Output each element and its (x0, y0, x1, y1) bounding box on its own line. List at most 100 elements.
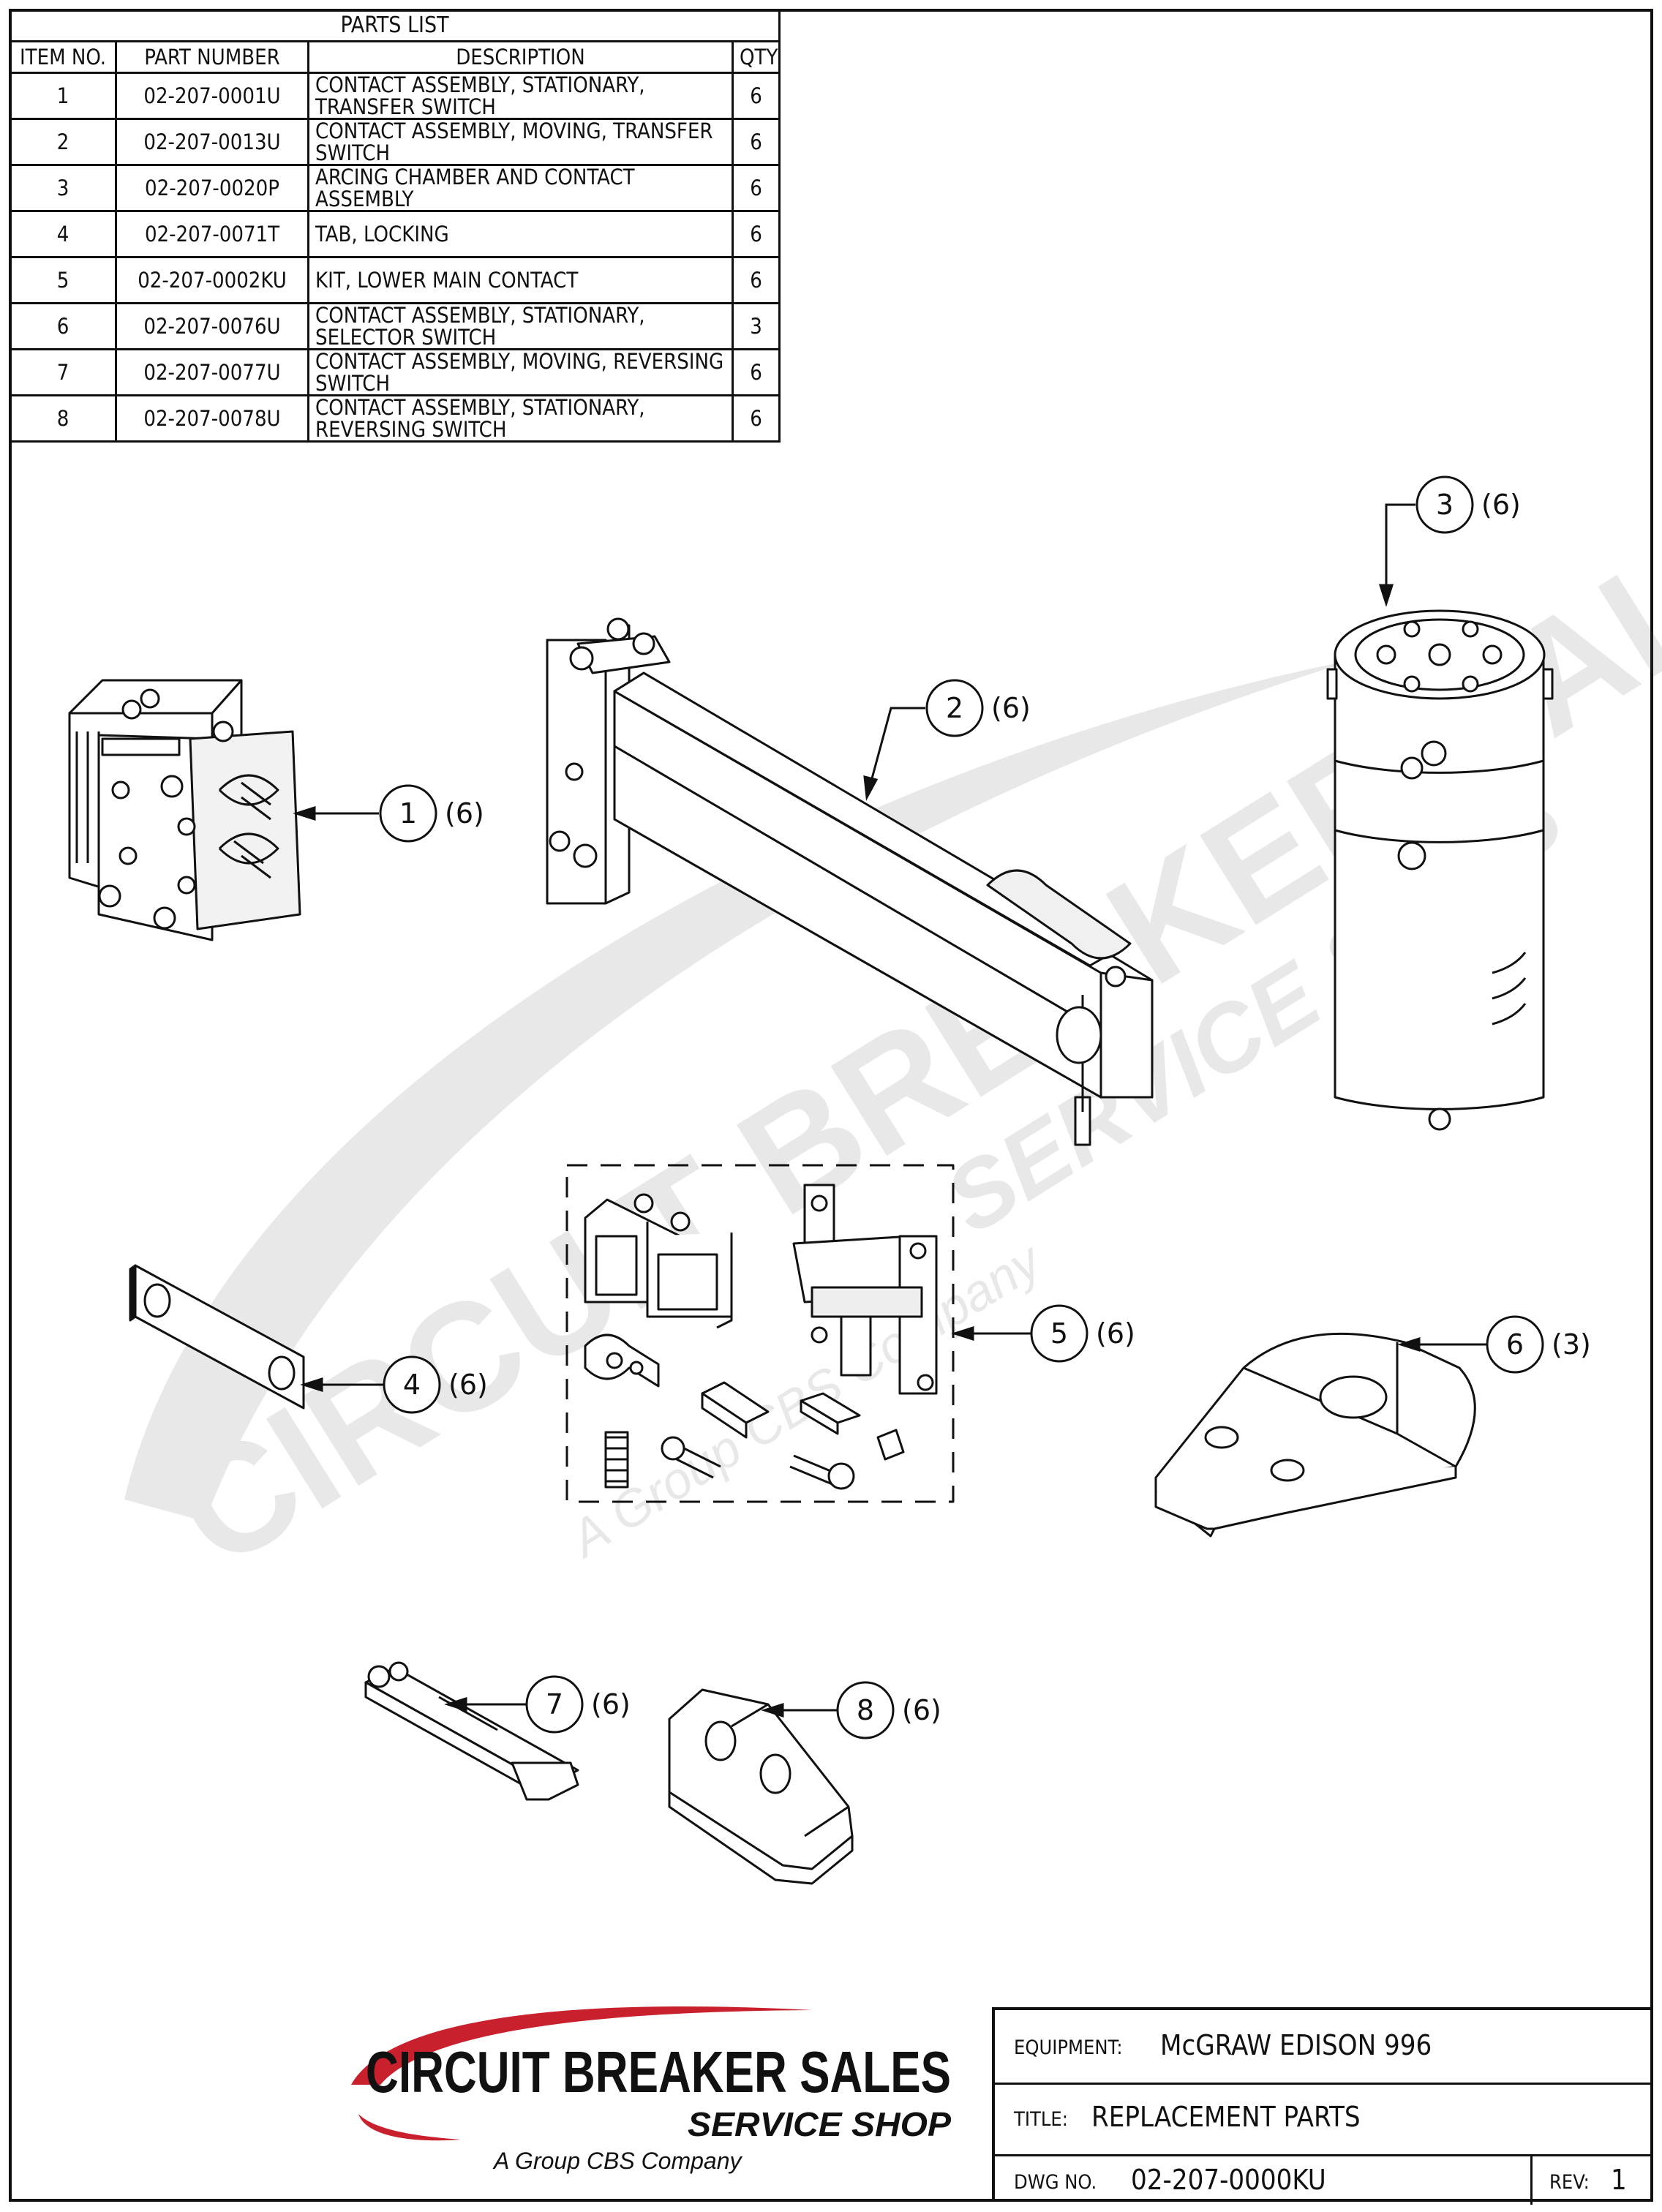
header-qty: QTY (731, 40, 781, 74)
callout-1-number: 1 (399, 797, 417, 830)
callout-6: 6 (3) (1397, 1315, 1591, 1374)
company-logo: CIRCUIT BREAKER SALES SERVICE SHOP A Gro… (351, 2006, 951, 2174)
callout-4-number: 4 (403, 1369, 421, 1401)
logo-tagline: A Group CBS Company (492, 2148, 743, 2174)
cell-part-number: 02-207-0002KU (115, 256, 309, 304)
cell-part-number: 02-207-0071T (115, 210, 309, 258)
drawing-frame (9, 9, 1653, 2202)
callout-2-number: 2 (946, 692, 963, 724)
cell-qty: 6 (731, 256, 781, 304)
callout-5-number: 5 (1050, 1317, 1068, 1350)
parts-list-table: PARTS LIST ITEM NO. PART NUMBER DESCRIPT… (8, 9, 781, 443)
part-5-lower-main-contact-kit (565, 1164, 955, 1503)
callout-4: 4 (6) (300, 1355, 488, 1414)
equipment-value: McGRAW EDISON 996 (1160, 2029, 1432, 2061)
callout-7-qty: (6) (591, 1688, 631, 1720)
callout-3: 3 (6) (1378, 475, 1521, 607)
part-3-arcing-chamber (1326, 609, 1554, 1131)
cell-item-no: 2 (9, 118, 117, 166)
cell-description: CONTACT ASSEMBLY, STATIONARY, REVERSING … (307, 394, 734, 443)
title-value: REPLACEMENT PARTS (1091, 2101, 1361, 2133)
logo-swoosh-under (358, 2114, 461, 2141)
cell-item-no: 5 (9, 256, 117, 304)
cell-qty: 6 (731, 164, 781, 212)
rev-label: REV: (1549, 2171, 1590, 2194)
callout-7-number: 7 (546, 1688, 563, 1720)
callout-6-number: 6 (1506, 1328, 1524, 1361)
callout-4-qty: (6) (448, 1369, 488, 1401)
callout-8: 8 (6) (761, 1681, 941, 1739)
cell-item-no: 7 (9, 348, 117, 396)
logo-name: CIRCUIT BREAKER SALES (366, 2039, 951, 2104)
cell-qty: 6 (731, 210, 781, 258)
cell-part-number: 02-207-0077U (115, 348, 309, 396)
cell-item-no: 4 (9, 210, 117, 258)
title-row: TITLE: REPLACEMENT PARTS (995, 2085, 1653, 2156)
callouts: 1 (6) 2 (6) 3 (6) 4 (6) 5 (6) (293, 475, 1591, 1739)
header-description: DESCRIPTION (307, 40, 734, 74)
part-2-moving-contact-assembly (546, 617, 1154, 1146)
callout-3-qty: (6) (1481, 489, 1521, 521)
callout-7: 7 (6) (444, 1675, 631, 1734)
cell-description: CONTACT ASSEMBLY, MOVING, TRANSFER SWITC… (307, 118, 734, 166)
header-part-number: PART NUMBER (115, 40, 309, 74)
cell-description: CONTACT ASSEMBLY, STATIONARY, TRANSFER S… (307, 72, 734, 120)
cell-qty: 3 (731, 302, 781, 350)
header-item-no: ITEM NO. (9, 40, 117, 74)
drawing-number-row: DWG NO. 02-207-0000KU REV: 1 (995, 2156, 1653, 2205)
title-label: TITLE: (1014, 2108, 1068, 2131)
cell-item-no: 8 (9, 394, 117, 443)
cell-description: CONTACT ASSEMBLY, STATIONARY, SELECTOR S… (307, 302, 734, 350)
cell-item-no: 6 (9, 302, 117, 350)
callout-2-qty: (6) (991, 692, 1031, 724)
dwg-label: DWG NO. (1014, 2171, 1097, 2194)
callout-2: 2 (6) (863, 679, 1031, 801)
cell-description: TAB, LOCKING (307, 210, 734, 258)
equipment-row: EQUIPMENT: McGRAW EDISON 996 (995, 2010, 1653, 2085)
cell-item-no: 3 (9, 164, 117, 212)
cell-description: CONTACT ASSEMBLY, MOVING, REVERSING SWIT… (307, 348, 734, 396)
cell-qty: 6 (731, 118, 781, 166)
part-7-reversing-moving-contact (364, 1661, 579, 1801)
part-1-stationary-contact-assembly (68, 679, 301, 941)
cell-part-number: 02-207-0001U (115, 72, 309, 120)
cell-part-number: 02-207-0013U (115, 118, 309, 166)
callout-1: 1 (6) (293, 784, 484, 843)
cell-part-number: 02-207-0020P (115, 164, 309, 212)
cell-qty: 6 (731, 394, 781, 443)
callout-5: 5 (6) (951, 1304, 1135, 1363)
callout-1-qty: (6) (445, 797, 484, 830)
rev-divider (1530, 2156, 1533, 2205)
logo-sub: SERVICE SHOP (688, 2105, 951, 2143)
cell-qty: 6 (731, 72, 781, 120)
callout-8-qty: (6) (902, 1694, 941, 1726)
part-4-locking-tab (129, 1264, 305, 1410)
part-6-selector-switch-contact (1154, 1332, 1476, 1538)
cell-item-no: 1 (9, 72, 117, 120)
cell-description: ARCING CHAMBER AND CONTACT ASSEMBLY (307, 164, 734, 212)
part-8-reversing-stationary-contact (668, 1688, 854, 1885)
callout-5-qty: (6) (1096, 1317, 1135, 1350)
cell-description: KIT, LOWER MAIN CONTACT (307, 256, 734, 304)
dwg-value: 02-207-0000KU (1131, 2164, 1326, 2196)
callout-3-number: 3 (1436, 489, 1454, 521)
cell-part-number: 02-207-0078U (115, 394, 309, 443)
cell-qty: 6 (731, 348, 781, 396)
exploded-parts-drawing: CIRCUIT BREAKER SALES SERVICE SHOP A Gro… (68, 405, 1662, 1885)
parts-list-title: PARTS LIST (8, 9, 781, 42)
rev-value: 1 (1611, 2164, 1627, 2196)
title-block: EQUIPMENT: McGRAW EDISON 996 TITLE: REPL… (992, 2007, 1653, 2205)
equipment-label: EQUIPMENT: (1014, 2036, 1123, 2059)
logo-swoosh (351, 2006, 812, 2085)
callout-8-number: 8 (857, 1694, 874, 1726)
callout-6-qty: (3) (1552, 1328, 1591, 1361)
cell-part-number: 02-207-0076U (115, 302, 309, 350)
